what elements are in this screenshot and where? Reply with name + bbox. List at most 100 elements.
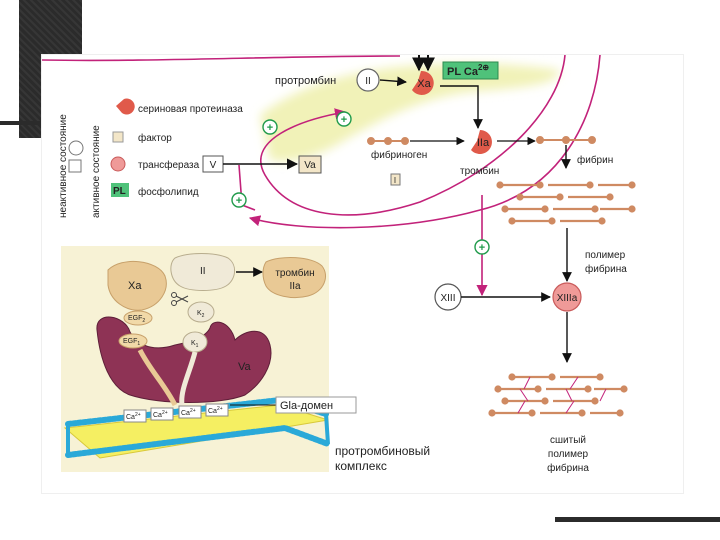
fibrin-label: фибрин: [577, 154, 613, 166]
svg-text:PL Ca2⊕: PL Ca2⊕: [447, 63, 489, 78]
factor-v-text: V: [210, 160, 217, 171]
feedback-curve-main: [259, 55, 566, 216]
feedback-curve-upper: [42, 55, 401, 62]
crosslinked-label-line2: полимер: [548, 449, 589, 460]
factor-xiii-text: XIII: [440, 293, 455, 304]
fibrinogen-label: фибриноген: [371, 149, 427, 161]
crosslinked-polymer: [488, 373, 628, 417]
gla-label-text: Gla-домен: [280, 400, 333, 412]
svg-text:Ca2+: Ca2+: [126, 412, 141, 421]
fibrinogen-box-text: I: [394, 176, 396, 185]
legend-phospholipid-label: фосфолипид: [138, 186, 199, 198]
legend-factor-label: фактор: [138, 132, 172, 144]
plus-signs: + + + +: [231, 111, 490, 255]
prothrombin-shape: [170, 253, 235, 291]
membrane-bottom-beads: [65, 424, 331, 458]
inset-va-text: Va: [238, 361, 252, 373]
coagulation-diagram: неактивное состояние активное состояние …: [42, 55, 636, 474]
svg-text:K1: K1: [191, 340, 199, 349]
factor-xiiia-node: [552, 282, 582, 312]
svg-text:EGF1: EGF1: [123, 338, 140, 347]
bottom-decor-line: [555, 517, 720, 522]
plus-text-2: +: [341, 114, 347, 126]
factor-iia-text: IIa: [477, 137, 490, 149]
legend-active-label: активное состояние: [91, 125, 102, 218]
ca-box-4: [205, 403, 229, 417]
plus-text-4: +: [479, 242, 485, 254]
fibrinogen-chain: [367, 137, 409, 145]
ca-sup-4: 2+: [217, 406, 223, 412]
inset-thrombin-line2: IIa: [289, 281, 301, 292]
ca-label-2: Ca: [153, 412, 162, 419]
ca-label-4: Ca: [208, 408, 217, 415]
k2-domain: [187, 301, 215, 323]
legend-inactive-circle: [68, 140, 84, 156]
ca-label-3: Ca: [181, 410, 190, 417]
legend-pl-box: [111, 183, 129, 197]
gla-label-box: [275, 396, 357, 414]
plus-text-3: +: [236, 195, 242, 207]
plus-circle-4: [474, 239, 490, 255]
corner-decor-line: [0, 121, 82, 125]
pl-ca-box: [442, 61, 499, 80]
svg-text:Ca2+: Ca2+: [208, 406, 223, 415]
factor-iia-node: [471, 130, 492, 154]
inset-k2-sub: 2: [202, 313, 205, 319]
legend-inactive-square: [68, 159, 82, 173]
factor-ii-node: [356, 68, 380, 92]
inset-k2-text: K: [197, 310, 202, 317]
legend-transferase-circle: [110, 156, 126, 172]
inset-k1-text: K: [191, 340, 196, 347]
legend-pl-label: PL: [113, 186, 126, 197]
prothrombin-tether: [179, 351, 198, 406]
complex-caption-line2: комплекс: [335, 459, 387, 473]
factor-xa-node: [412, 70, 434, 95]
complex-caption-line1: протромбиновый: [335, 444, 430, 458]
svg-text:EGF2: EGF2: [128, 315, 145, 324]
fibrinogen-box: [390, 173, 401, 186]
crosslinked-label-line3: фибрина: [547, 462, 589, 474]
egf2-domain: [123, 310, 153, 326]
factor-xa-text: Xa: [417, 78, 431, 90]
inset-thrombin-line1: тромбин: [275, 267, 314, 279]
factor-ii-text: II: [365, 76, 371, 87]
ca-sup-3: 2+: [190, 408, 196, 414]
polymer-label-line1: полимер: [585, 250, 626, 261]
prothrombinase-inset: Va Xa EGF2 EGF1 II K2 K1 тромбин IIa Ca2…: [61, 246, 357, 472]
ca-sup-2: 2+: [162, 410, 168, 416]
diagram-panel: неактивное состояние активное состояние …: [42, 55, 683, 493]
fibrin-chain: [536, 136, 596, 144]
feedback-curve-lower: [248, 55, 601, 229]
membrane-side-edge: [66, 413, 330, 455]
pl-ca-sup-text: 2⊕: [478, 63, 489, 72]
egf1-domain: [118, 333, 148, 349]
inset-ii-text: II: [200, 266, 206, 277]
svg-text:Ca2+: Ca2+: [153, 410, 168, 419]
legend-inactive-label: неактивное состояние: [58, 114, 69, 218]
inset-k1-sub: 1: [196, 343, 199, 349]
inset-egf1-text: EGF: [123, 338, 137, 345]
factor-xiiia-text: XIIIa: [557, 293, 578, 304]
legend-factor-square: [112, 131, 124, 143]
ca-box-1: [123, 409, 147, 423]
legend-protease-icon: [116, 98, 135, 115]
legend: неактивное состояние активное состояние …: [58, 98, 243, 218]
polymer-label-line2: фибрина: [585, 263, 627, 275]
ca-sup-1: 2+: [135, 412, 141, 418]
svg-text:Ca2+: Ca2+: [181, 408, 196, 417]
xa-protein-shape: [107, 260, 167, 311]
inset-thrombin-shape: [262, 257, 326, 299]
svg-text:K2: K2: [197, 310, 205, 319]
inset-egf2-sub: 2: [142, 318, 145, 324]
plus-text-1: +: [267, 122, 273, 134]
crosslinked-label-line1: сшитый: [550, 435, 586, 446]
crosslinks: [517, 376, 607, 414]
legend-transferase-label: трансфераза: [138, 159, 200, 171]
legend-protease-label: сериновая протеиназа: [138, 104, 243, 115]
inset-xa-text: Xa: [128, 280, 142, 292]
scissors-icon: [171, 292, 189, 306]
prothrombin-label: протромбин: [275, 75, 336, 87]
plus-circle-2: [336, 111, 352, 127]
feedback-pathways: [42, 55, 601, 297]
thrombin-label: тромбин: [460, 165, 499, 177]
